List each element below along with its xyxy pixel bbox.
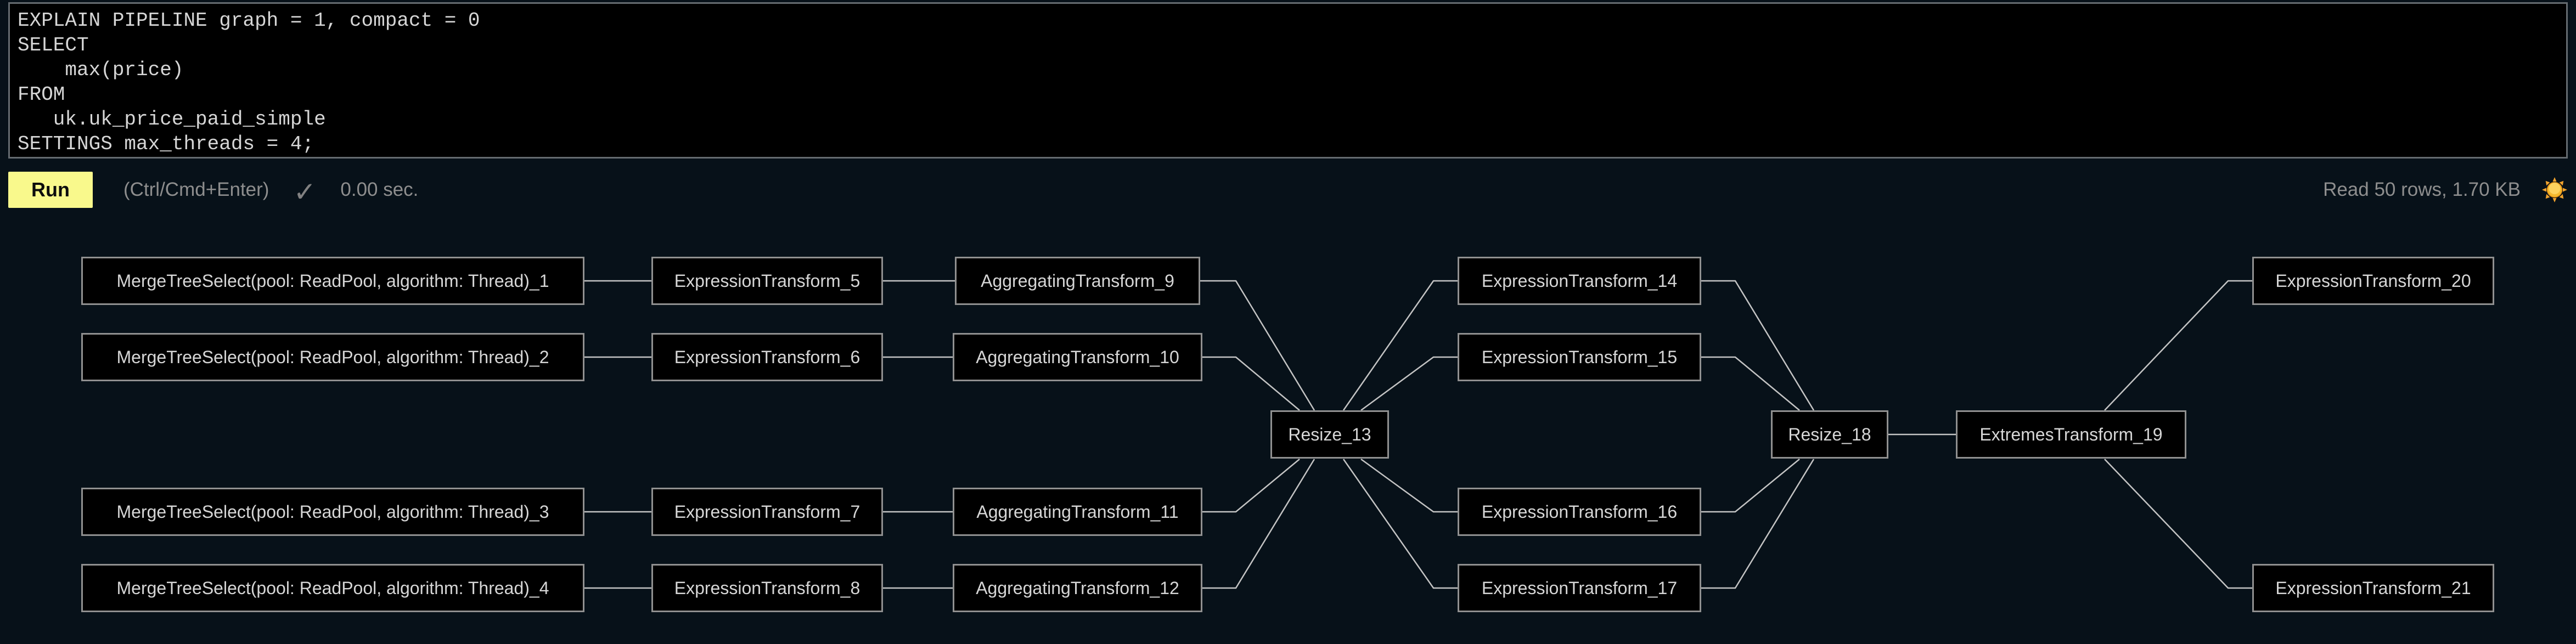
pipeline-node-7: ExpressionTransform_7	[651, 488, 883, 536]
pipeline-edge-17-18	[1701, 459, 1815, 589]
pipeline-node-19: ExtremesTransform_19	[1956, 410, 2186, 459]
pipeline-node-6: ExpressionTransform_6	[651, 333, 883, 381]
read-stats: Read 50 rows, 1.70 KB	[2323, 179, 2521, 200]
sql-editor[interactable]: EXPLAIN PIPELINE graph = 1, compact = 0 …	[8, 2, 2568, 159]
toolbar: Run (Ctrl/Cmd+Enter) ✓ 0.00 sec. Read 50…	[8, 165, 2568, 215]
sun-icon[interactable]	[2541, 177, 2568, 203]
pipeline-node-8: ExpressionTransform_8	[651, 564, 883, 612]
pipeline-node-17: ExpressionTransform_17	[1458, 564, 1701, 612]
pipeline-node-21: ExpressionTransform_21	[2252, 564, 2494, 612]
pipeline-edge-15-18	[1701, 356, 1800, 411]
pipeline-edge-13-14	[1342, 280, 1458, 411]
pipeline-node-5: ExpressionTransform_5	[651, 257, 883, 305]
pipeline-edge-10-13	[1202, 356, 1300, 411]
pipeline-edge-19-21	[2104, 459, 2252, 589]
pipeline-edge-19-20	[2104, 280, 2252, 411]
elapsed-time: 0.00 sec.	[340, 179, 419, 200]
pipeline-node-14: ExpressionTransform_14	[1458, 257, 1701, 305]
pipeline-node-16: ExpressionTransform_16	[1458, 488, 1701, 536]
pipeline-node-20: ExpressionTransform_20	[2252, 257, 2494, 305]
pipeline-node-15: ExpressionTransform_15	[1458, 333, 1701, 381]
run-button[interactable]: Run	[8, 172, 93, 208]
shortcut-hint: (Ctrl/Cmd+Enter)	[123, 179, 269, 200]
pipeline-node-10: AggregatingTransform_10	[953, 333, 1202, 381]
pipeline-edge-16-18	[1701, 459, 1800, 513]
pipeline-edge-12-13	[1202, 459, 1315, 589]
pipeline-edge-13-16	[1360, 458, 1458, 513]
toolbar-right: Read 50 rows, 1.70 KB	[2323, 177, 2568, 203]
pipeline-edge-13-17	[1342, 459, 1458, 589]
pipeline-node-3: MergeTreeSelect(pool: ReadPool, algorith…	[81, 488, 584, 536]
pipeline-node-1: MergeTreeSelect(pool: ReadPool, algorith…	[81, 257, 584, 305]
pipeline-edge-14-18	[1701, 280, 1815, 411]
pipeline-node-13: Resize_13	[1270, 410, 1389, 459]
pipeline-edge-9-13	[1200, 280, 1315, 411]
pipeline-node-2: MergeTreeSelect(pool: ReadPool, algorith…	[81, 333, 584, 381]
pipeline-edge-11-13	[1202, 459, 1300, 513]
pipeline-node-11: AggregatingTransform_11	[953, 488, 1202, 536]
pipeline-edge-13-15	[1360, 356, 1458, 411]
pipeline-node-12: AggregatingTransform_12	[953, 564, 1202, 612]
pipeline-node-9: AggregatingTransform_9	[955, 257, 1200, 305]
check-icon: ✓	[293, 177, 317, 207]
pipeline-node-18: Resize_18	[1771, 410, 1888, 459]
pipeline-node-4: MergeTreeSelect(pool: ReadPool, algorith…	[81, 564, 584, 612]
